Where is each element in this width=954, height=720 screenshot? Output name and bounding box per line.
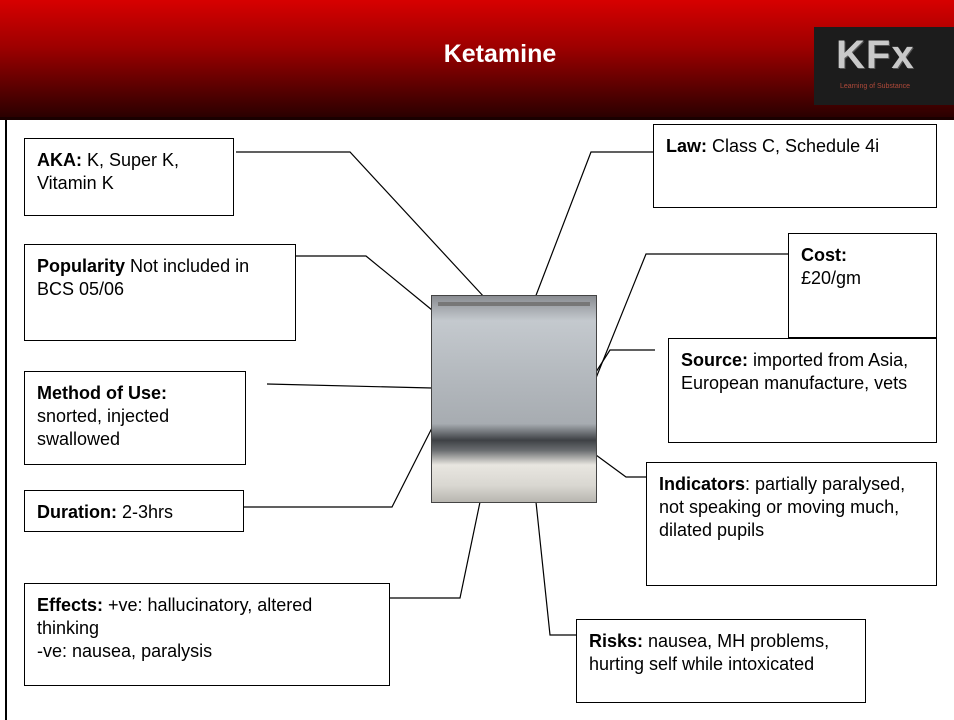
duration-label: Duration: <box>37 502 117 522</box>
risks-label: Risks: <box>589 631 644 651</box>
logo-tagline: Learning of Substance <box>840 83 911 90</box>
popularity-box: Popularity Not included in BCS 05/06 <box>24 244 296 341</box>
cost-text: £20/gm <box>801 268 862 288</box>
effects-label: Effects: <box>37 595 104 615</box>
law-box: Law: Class C, Schedule 4i <box>653 124 937 208</box>
aka-label: AKA: <box>37 150 82 170</box>
left-rule <box>5 120 7 720</box>
leader-method <box>266 383 433 389</box>
duration-box: Duration: 2-3hrs <box>24 490 244 532</box>
method-text: snorted, injected swallowed <box>37 406 170 449</box>
leader-law <box>534 151 653 299</box>
leader-indicators <box>595 454 646 478</box>
source-text: imported from Asia, European manufacture… <box>681 350 909 393</box>
leader-duration <box>244 419 437 508</box>
slide-title: Ketamine <box>443 40 557 68</box>
effects-negative: -ve: nausea, paralysis <box>37 641 213 661</box>
ketamine-bag-image <box>432 296 596 502</box>
cost-box: Cost: £20/gm <box>788 233 937 338</box>
aka-box: AKA: K, Super K, Vitamin K <box>24 138 234 216</box>
duration-text: 2-3hrs <box>117 502 174 522</box>
law-text: Class C, Schedule 4i <box>707 136 880 156</box>
banner-divider <box>0 117 954 120</box>
popularity-text: Not included in BCS 05/06 <box>37 256 250 299</box>
popularity-label: Popularity <box>37 256 126 276</box>
leader-risks <box>535 501 576 636</box>
leader-source <box>595 349 655 373</box>
source-label: Source: <box>681 350 749 370</box>
logo-wordmark: KFx <box>836 33 915 77</box>
title-banner <box>0 0 954 117</box>
leader-popularity <box>296 255 433 311</box>
leader-aka <box>236 151 486 299</box>
kfx-logo: KFx Learning of Substance <box>814 27 954 105</box>
effects-box: Effects: +ve: hallucinatory, altered thi… <box>24 583 390 686</box>
indicators-text: : partially paralysed, not speaking or m… <box>659 474 906 540</box>
leader-effects <box>390 501 481 599</box>
risks-text: nausea, MH problems, hurting self while … <box>589 631 830 674</box>
leader-cost <box>595 253 788 379</box>
effects-text: +ve: hallucinatory, altered thinking <box>37 595 313 638</box>
method-label: Method of Use: <box>37 383 167 403</box>
source-box: Source: imported from Asia, European man… <box>668 338 937 443</box>
method-box: Method of Use: snorted, injected swallow… <box>24 371 246 465</box>
risks-box: Risks: nausea, MH problems, hurting self… <box>576 619 866 703</box>
indicators-label: Indicators <box>659 474 746 494</box>
cost-label: Cost: <box>801 245 847 265</box>
indicators-box: Indicators: partially paralysed, not spe… <box>646 462 937 586</box>
aka-text: K, Super K, Vitamin K <box>37 150 180 193</box>
law-label: Law: <box>666 136 708 156</box>
